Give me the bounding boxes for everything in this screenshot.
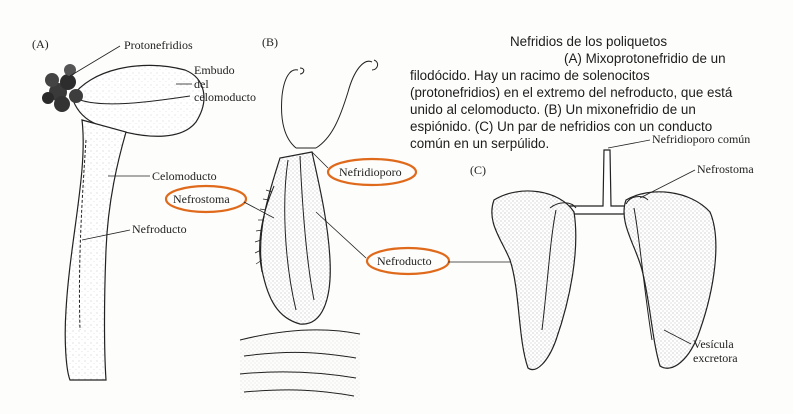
highlight-nefridioporo [326,157,418,187]
label-embudo-line1: Embudo [194,63,235,77]
label-nefridioporo: Nefridioporo [339,165,402,179]
caption-line-2: (A) Mixoprotonefridio de un [564,51,726,66]
highlight-nefrostoma-b [164,184,248,214]
caption-line-3: filodócido. Hay un racimo de solenocitos [410,68,650,83]
label-nefrostoma-b: Nefrostoma [173,192,230,206]
highlight-nefroducto-b [365,246,451,276]
leader-nefrostoma-c [639,169,696,199]
leader-nefridioporo-comun [607,139,651,149]
caption-block: Nefridios de los poliquetos (A) Mixoprot… [410,34,733,151]
panel-a-drawing [42,64,205,381]
label-celomoducto: Celomoducto [152,169,217,183]
label-nefridioporo-comun: Nefridioporo común [652,132,750,146]
protonephridia-cluster [42,64,83,112]
panel-b-drawing [239,59,379,400]
label-nefroducto-b: Nefroducto [377,254,432,268]
label-vesicula-line2: excretora [693,351,738,365]
panel-b-tag: (B) [262,35,278,49]
label-embudo-line2: del [194,77,209,91]
panel-c-drawing [491,149,717,371]
panel-c-tag: (C) [470,163,486,177]
caption-line-4: (protonefridios) en el extremo del nefro… [410,85,733,100]
caption-line-7: común en un serpúlido. [410,136,549,151]
leader-nefrostoma-b [243,201,275,219]
label-embudo-line3: celomoducto [194,90,256,104]
nephrostome-cilia [254,189,273,265]
leader-nefroducto-a [81,229,131,241]
label-nefroducto-a: Nefroducto [132,222,187,236]
leader-nefridioporo [311,151,329,169]
caption-line-5: unido al celomoducto. (B) Un mixonefridi… [410,102,696,117]
leader-protonefridios [69,45,121,77]
caption-line-6: espiónido. (C) Un par de nefridios con u… [410,119,712,134]
caption-line-1: Nefridios de los poliquetos [510,34,667,49]
leader-vesicula [663,329,692,345]
leader-nefroducto-b [315,211,367,259]
label-protonefridios: Protonefridios [124,38,193,52]
label-nefrostoma-c: Nefrostoma [697,162,754,176]
label-vesicula-line1: Vesícula [693,337,734,351]
panel-a-tag: (A) [32,37,49,51]
